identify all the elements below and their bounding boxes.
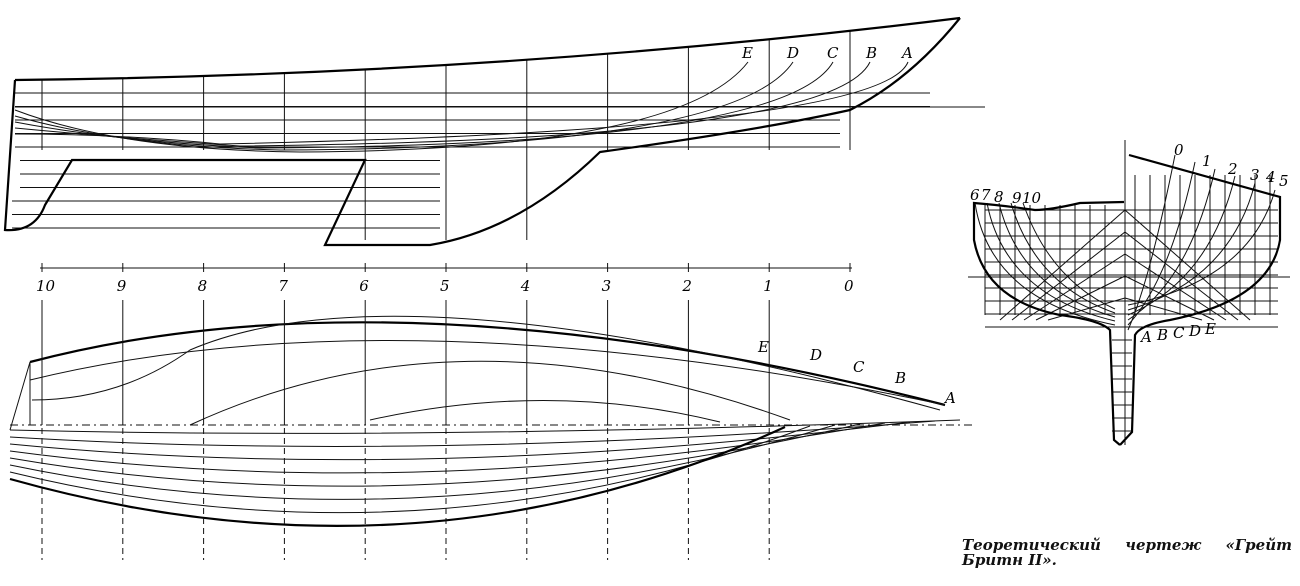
station-label: 1	[1202, 152, 1212, 170]
buttock-labels: E D C B A	[741, 44, 913, 62]
station-label: 3	[1250, 166, 1260, 184]
diagonal-label: B	[894, 369, 906, 387]
body-station-aft	[998, 202, 1116, 318]
scale-label: 1	[763, 277, 773, 295]
waterline-half-breadth	[9, 420, 936, 447]
waterline-half-breadth	[9, 425, 786, 527]
body-diagonal	[1047, 297, 1126, 321]
figure-caption: Теоретический чертеж «Грейт Бритн II».	[962, 538, 1292, 568]
diagonal-label: B	[1156, 326, 1168, 344]
profile-buttock-lines	[14, 61, 909, 153]
station-label: 5	[1279, 172, 1289, 190]
waterline-half-breadth	[9, 422, 886, 474]
diagonal-label: A	[943, 389, 956, 407]
body-station-aft	[986, 202, 1116, 322]
scale-label: 7	[278, 277, 288, 295]
diagonal-label: D	[809, 346, 822, 364]
waterlines-plan	[9, 419, 961, 527]
body-station-fwd	[1127, 182, 1256, 311]
scale-label: 0	[844, 277, 854, 295]
buttock-label: A	[900, 44, 913, 62]
body-station-aft	[974, 202, 1116, 326]
station-label: 7	[981, 186, 991, 204]
waterline-half-breadth	[9, 421, 911, 461]
deck-line	[29, 321, 946, 407]
diagonal-label: E	[757, 338, 769, 356]
station-label: 4	[1265, 168, 1276, 186]
station-label: 0	[1174, 141, 1184, 159]
hull-profile-outline	[3, 17, 961, 247]
waterline-half-breadth	[9, 419, 961, 434]
sheer-line	[14, 16, 961, 82]
station-label: 6	[970, 186, 980, 204]
scale-label: 9	[117, 277, 127, 295]
diagonal-label: A	[1139, 328, 1152, 346]
diagonal-label: E	[1204, 320, 1216, 338]
buttock-line	[14, 61, 749, 153]
body-station-aft	[1022, 202, 1116, 310]
diagonal-labels: E D C B A	[757, 338, 956, 407]
caption-line: Теоретический чертеж «Грейт	[962, 536, 1292, 554]
half-breadth-plan: E D C B A	[9, 300, 975, 560]
station-label: 9	[1012, 189, 1022, 207]
profile-view: E D C B A	[3, 16, 985, 247]
scale-label: 3	[602, 277, 612, 295]
scale-label: 10	[36, 277, 56, 295]
diagonal-label: C	[853, 358, 865, 376]
buttock-label: B	[865, 44, 877, 62]
station-label: 8	[994, 188, 1004, 206]
buttock-label: D	[786, 44, 799, 62]
diagonal-label: D	[1188, 322, 1201, 340]
scale-label: 4	[520, 277, 531, 295]
caption-line: Бритн II».	[962, 551, 1057, 569]
body-station-fwd	[1127, 175, 1236, 316]
scale-label: 5	[440, 277, 450, 295]
station-label: 2	[1227, 160, 1238, 178]
body-station-fwd	[1127, 189, 1276, 306]
body-fwd-outline	[1119, 153, 1282, 446]
diagonal-label: C	[1173, 324, 1185, 342]
station-label: 10	[1022, 189, 1042, 207]
scale-label: 8	[198, 277, 208, 295]
buttock-label: C	[827, 44, 839, 62]
scale-label: 6	[359, 277, 369, 295]
scale-label: 2	[681, 277, 692, 295]
body-station-aft	[1010, 202, 1116, 314]
body-aft-outline	[972, 200, 1125, 446]
body-station-fwd	[1127, 168, 1216, 321]
waterline-half-breadth	[9, 423, 861, 487]
waterline-half-breadth	[9, 425, 811, 514]
buttock-label: E	[741, 44, 753, 62]
buttock-line	[14, 61, 909, 145]
body-plan: 6 7 8 9 10 0 1 2 3 4 5 A B C D E	[968, 140, 1290, 446]
body-station-labels: 6 7 8 9 10 0 1 2 3 4 5 A B C D E	[970, 141, 1289, 346]
